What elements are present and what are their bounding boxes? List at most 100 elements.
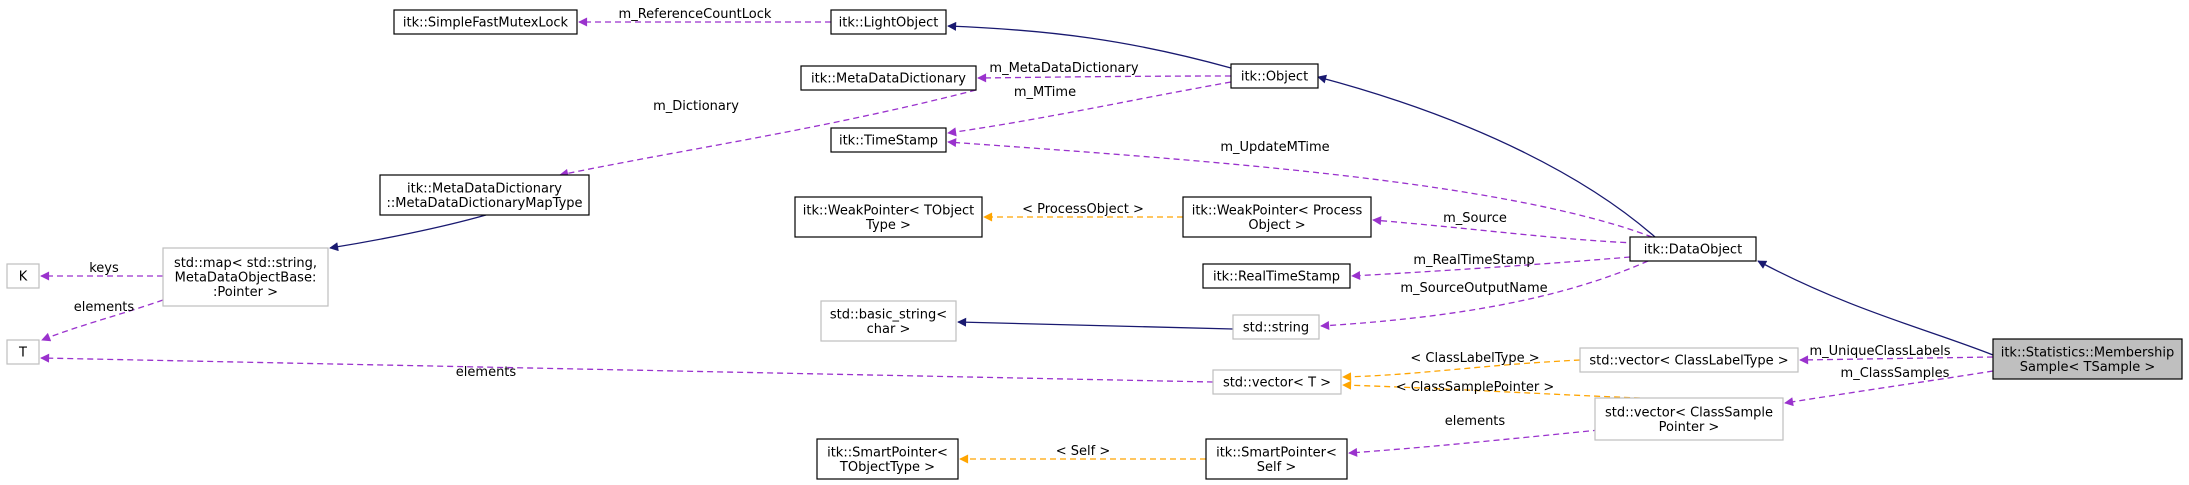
- edge-label-m-uniqueclasslabels: m_UniqueClassLabels: [1809, 344, 1950, 359]
- node-vector-classlabel: std::vector< ClassLabelType >: [1579, 347, 1799, 373]
- node-dataobject[interactable]: itk::DataObject: [1629, 236, 1757, 262]
- edge-label-elements-vector: elements: [456, 365, 517, 380]
- node-layer: itk::SimpleFastMutexLock itk::LightObject…: [6, 9, 2183, 480]
- edge-label-m-sourceoutputname: m_SourceOutputName: [1400, 281, 1547, 296]
- edge-label-m-mtime: m_MTime: [1014, 85, 1076, 100]
- usage-edge-8: [1351, 256, 1631, 281]
- edge-label-layer: m_ReferenceCountLockm_MetaDataDictionary…: [74, 7, 1951, 459]
- node-object[interactable]: itk::Object: [1230, 63, 1319, 89]
- node-box: [816, 438, 959, 480]
- node-box: [1992, 338, 2183, 380]
- node-label: std::string: [1243, 321, 1309, 336]
- node-label: ::MetaDataDictionaryMapType: [386, 196, 582, 211]
- node-box: [820, 300, 957, 342]
- edge-label-elements-smart: elements: [1445, 414, 1506, 429]
- node-mddmaptype[interactable]: itk::MetaDataDictionary::MetaDataDiction…: [379, 174, 590, 216]
- usage-edge-12: [1784, 370, 1994, 407]
- node-label: TObjectType >: [839, 460, 935, 475]
- inherit-edge-16: [957, 317, 1234, 330]
- node-label: Sample< TSample >: [2020, 360, 2155, 375]
- node-box: [6, 339, 40, 365]
- edge-label-m-updatemtime: m_UpdateMTime: [1220, 140, 1329, 155]
- node-box: [1594, 397, 1784, 441]
- node-basic-string: std::basic_string<char >: [820, 300, 957, 342]
- usage-edge-9: [1320, 260, 1649, 330]
- node-box: [1212, 369, 1342, 395]
- node-label: itk::LightObject: [839, 16, 939, 31]
- node-smartpointer-tobject[interactable]: itk::SmartPointer<TObjectType >: [816, 438, 959, 480]
- node-label: itk::SmartPointer<: [827, 445, 948, 460]
- node-label: std::vector< ClassSample: [1605, 405, 1773, 420]
- inherit-edge-19: [329, 214, 487, 252]
- node-label: itk::WeakPointer< TObject: [803, 203, 975, 218]
- node-box: [1182, 196, 1372, 238]
- edge-label-m-realtimestamp: m_RealTimeStamp: [1413, 253, 1534, 268]
- usage-edge-21: [41, 299, 164, 342]
- inherit-edge-1: [947, 21, 1232, 69]
- node-label: itk::Statistics::Membership: [2001, 345, 2175, 360]
- node-label: K: [19, 270, 28, 285]
- edge-label-self: < Self >: [1056, 444, 1111, 459]
- node-box: [830, 127, 947, 153]
- edge-label-m-classsamples: m_ClassSamples: [1841, 366, 1950, 381]
- node-t: T: [6, 339, 40, 365]
- edge-label-m-source: m_Source: [1443, 211, 1507, 226]
- node-vector-t: std::vector< T >: [1212, 369, 1342, 395]
- node-label: std::basic_string<: [830, 307, 947, 322]
- node-label: itk::Object: [1241, 70, 1308, 85]
- usage-edge-11: [1799, 355, 1994, 365]
- node-label: std::vector< T >: [1223, 376, 1331, 391]
- node-realtimestamp[interactable]: itk::RealTimeStamp: [1202, 263, 1351, 289]
- node-box: [1205, 438, 1348, 480]
- node-label: itk::TimeStamp: [839, 134, 938, 149]
- node-simplefastmutexlock[interactable]: itk::SimpleFastMutexLock: [393, 9, 578, 35]
- node-label: itk::MetaDataDictionary: [407, 181, 562, 196]
- inherit-edge-10: [1757, 260, 1994, 356]
- node-box: [1232, 314, 1320, 340]
- node-k: K: [6, 263, 40, 289]
- usage-edge-22: [40, 353, 1214, 383]
- node-box: [800, 65, 977, 91]
- node-label: std::map< std::string,: [174, 256, 317, 271]
- node-lightobject[interactable]: itk::LightObject: [830, 9, 947, 35]
- node-box: [379, 174, 590, 216]
- node-box: [162, 247, 329, 307]
- usage-edge-6: [1372, 216, 1637, 244]
- node-label: MetaDataObjectBase:: [175, 271, 317, 286]
- edge-label-classlabeltype: < ClassLabelType >: [1410, 351, 1539, 366]
- node-label: itk::RealTimeStamp: [1213, 270, 1340, 285]
- edge-label-elements-map: elements: [74, 300, 135, 315]
- usage-edge-15: [1348, 429, 1600, 457]
- node-label: :Pointer >: [213, 285, 278, 300]
- node-weakpointer-tobject[interactable]: itk::WeakPointer< TObjectType >: [794, 196, 983, 238]
- node-label: T: [18, 346, 27, 361]
- node-metadatadictionary[interactable]: itk::MetaDataDictionary: [800, 65, 977, 91]
- node-box: [794, 196, 983, 238]
- inherit-edge-4: [1317, 74, 1656, 238]
- usage-edge-5: [947, 138, 1653, 238]
- node-timestamp[interactable]: itk::TimeStamp: [830, 127, 947, 153]
- node-box: [393, 9, 578, 35]
- node-label: std::vector< ClassLabelType >: [1589, 354, 1788, 369]
- node-smartpointer-self[interactable]: itk::SmartPointer<Self >: [1205, 438, 1348, 480]
- node-weakpointer-process[interactable]: itk::WeakPointer< ProcessObject >: [1182, 196, 1372, 238]
- node-box: [1629, 236, 1757, 262]
- node-box: [830, 9, 947, 35]
- edge-layer: [40, 17, 1994, 464]
- edge-label-m-dictionary: m_Dictionary: [653, 99, 739, 114]
- template-edge-13: [1342, 359, 1581, 382]
- node-label: itk::MetaDataDictionary: [811, 72, 966, 87]
- edge-label-classsamplepointer: < ClassSamplePointer >: [1396, 380, 1555, 395]
- node-label: Self >: [1257, 460, 1296, 475]
- edge-label-keys: keys: [89, 261, 119, 276]
- usage-edge-2: [977, 73, 1232, 83]
- node-label: Type >: [865, 218, 911, 233]
- node-label: itk::WeakPointer< Process: [1192, 203, 1363, 218]
- usage-edge-3: [947, 81, 1232, 137]
- node-label: char >: [867, 322, 911, 337]
- usage-edge-18: [559, 89, 977, 178]
- node-label: itk::DataObject: [1644, 243, 1742, 258]
- node-label: itk::SmartPointer<: [1216, 445, 1337, 460]
- node-stdmap: std::map< std::string,MetaDataObjectBase…: [162, 247, 329, 307]
